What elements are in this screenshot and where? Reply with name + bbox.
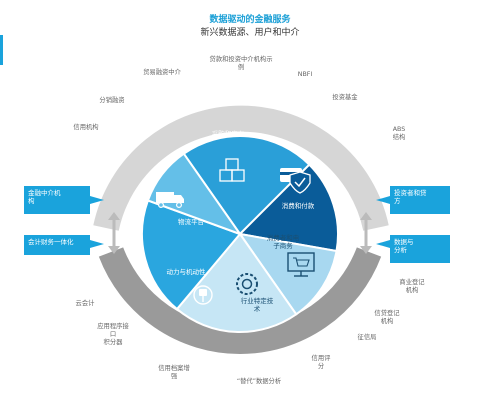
segment-label-power: 动力与机动性	[166, 268, 206, 276]
label-cloud-accounting: 云会计	[75, 300, 95, 307]
segment-label-payments: 消费和付款	[281, 202, 315, 210]
accent-bar	[0, 35, 3, 65]
label-investment-funds: 投资基金	[332, 94, 358, 101]
label-nbfi: NBFI	[297, 71, 313, 78]
segment-procurement	[182, 135, 311, 236]
segment-label-procurement: 采购和库存	[211, 130, 245, 138]
label-alt-data: “替代”数据分析	[236, 378, 282, 385]
center-pie-icons	[156, 158, 315, 305]
outer-ring-bottom	[98, 247, 382, 354]
segment-ecommerce	[237, 232, 338, 316]
label-distribution-finance: 分销融资	[99, 97, 125, 104]
left-double-arrow	[108, 212, 120, 254]
segment-power	[141, 199, 242, 311]
segment-label-industry-tech: 行业特定技 术	[240, 297, 274, 313]
center-pie	[141, 135, 339, 333]
right-double-arrow	[360, 212, 372, 254]
boxes-icon	[219, 158, 245, 182]
monitor-cart-icon	[287, 252, 315, 277]
label-credit-institutions: 信用机构	[73, 124, 99, 131]
box-accounting-integration: 会计财务一体化	[24, 235, 90, 255]
box-data-analytics: 数据与 分析	[390, 235, 450, 263]
label-loan-investment: 贷款和投资中介机构示 例	[209, 56, 273, 71]
box-investors-lenders: 投资者和贷 方	[390, 186, 450, 214]
segment-label-logistics: 物流平台	[178, 218, 204, 226]
label-credit-registry: 信贷登记 机构	[374, 310, 400, 325]
segment-label-ecommerce: 消费者和电 子商务	[266, 234, 300, 250]
label-business-registry: 商业登记 机构	[399, 279, 425, 294]
gear-icon	[236, 273, 258, 295]
box-financial-intermediaries: 金融中介机 构	[24, 186, 90, 214]
segment-logistics	[146, 152, 243, 237]
outer-ring-top	[93, 105, 389, 231]
segment-payments	[237, 163, 339, 253]
page-title: 数据驱动的金融服务	[209, 15, 291, 25]
label-abs: ABS 结构	[392, 126, 406, 141]
card-shield-icon	[280, 168, 311, 194]
page-subtitle: 新兴数据源、用户和中介	[200, 28, 300, 38]
plug-icon	[193, 285, 213, 305]
label-trade-finance: 贸易融资中介	[143, 69, 181, 76]
label-credit-bureau: 征信局	[357, 334, 377, 341]
truck-icon	[156, 192, 184, 209]
label-api-aggregator: 应用程序接 口 积分器	[97, 323, 129, 346]
label-credit-file: 信用档案增 强	[158, 365, 190, 380]
label-credit-scoring: 信用评 分	[311, 355, 331, 370]
side-connector-arrows	[90, 196, 390, 248]
